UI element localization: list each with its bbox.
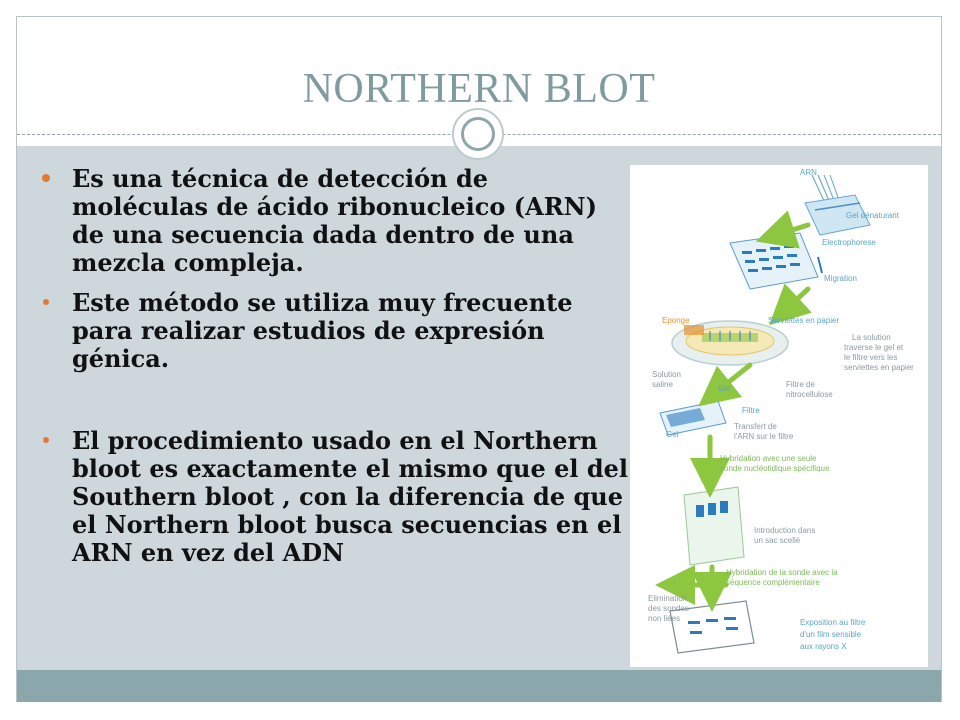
label-transfert-1: Transfert de [734,422,777,431]
label-solution-4: serviettes en papier [844,363,914,372]
footer-band [17,670,941,702]
label-expo-1: Exposition au filtre [800,618,866,627]
bullet-dot-icon [43,299,49,305]
label-hybridation-1b: sonde nucléotidique spécifique [720,464,830,473]
label-hybridation-1a: Hybridation avec une seule [720,454,817,463]
label-solution-1: La solution [852,333,891,342]
label-filtre-nitro-2: nitrocellulose [786,390,833,399]
label-hybridation-2a: Hybridation de la sonde avec la [726,568,838,577]
label-elim-3: non liées [648,614,680,623]
label-transfert-2: l'ARN sur le filtre [734,432,794,441]
label-serviettes: Serviettes en papier [768,316,839,325]
label-eponge: Eponge [662,316,690,325]
bullet-item: Es una técnica de detección de moléculas… [30,165,630,277]
label-electrophorese: Electrophorese [822,238,876,247]
label-intro-2: un sac scellé [754,536,801,545]
ornament-ring [461,117,495,151]
bullet-text: El procedimiento usado en el Northern bl… [72,426,628,567]
label-expo-3: aux rayons X [800,642,847,651]
label-filtre-nitro-1: Filtre de [786,380,815,389]
sealed-bag-icon [683,486,745,566]
arrow-icon [698,362,753,407]
circle-ornament-icon [452,108,504,160]
bullet-text: Es una técnica de detección de moléculas… [72,164,597,277]
bullet-list: Es una técnica de detección de moléculas… [30,165,630,567]
label-gel-2: Gel [666,430,679,439]
label-hybridation-2b: séquence complémentaire [726,578,820,587]
arrow-icon [755,210,811,249]
bullet-item: El procedimiento usado en el Northern bl… [30,427,630,567]
process-arrows [655,210,812,612]
arrow-icon [769,283,812,326]
label-saline-2: saline [652,380,673,389]
bullet-text: Este método se utiliza muy frecuente par… [72,288,573,373]
bullet-item: Este método se utiliza muy frecuente par… [30,289,630,373]
northern-blot-diagram: ARN Gel dénaturant Electrophorese Migrat… [630,165,928,667]
label-arn: ARN [800,168,817,177]
label-expo-2: d'un film sensible [800,630,862,639]
bullet-dot-icon [42,174,50,182]
diagram-svg: ARN Gel dénaturant Electrophorese Migrat… [648,168,914,654]
slide-title: NORTHERN BLOT [302,66,656,112]
label-elim-1: Elimination [648,594,687,603]
label-solution-3: le filtre vers les [844,353,897,362]
label-filtre: Filtre [742,406,760,415]
transfer-tray-icon [671,320,789,366]
label-gel-1: Gel [718,384,731,393]
bullet-dot-icon [43,437,49,443]
electrophoresis-gel-icon [729,232,823,290]
label-elim-2: des sondes [648,604,689,613]
label-intro-1: Introduction dans [754,526,815,535]
gel-denaturant-icon [804,194,871,236]
label-saline-1: Solution [652,370,681,379]
label-solution-2: traverse le gel et [844,343,904,352]
label-migration: Migration [824,274,857,283]
label-gel-denat: Gel dénaturant [846,211,900,220]
